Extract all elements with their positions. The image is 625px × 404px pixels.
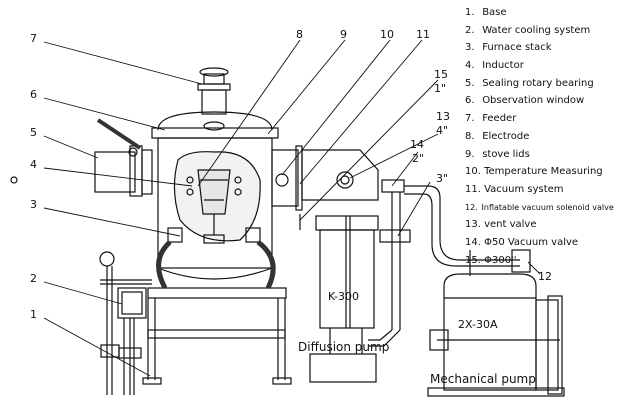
callout-5: 5 xyxy=(30,126,37,139)
callout-15: 15 xyxy=(434,68,448,81)
callout-14: 14 xyxy=(410,138,424,151)
legend-item: 2. Water cooling system xyxy=(465,24,591,36)
callout-4: 4 xyxy=(30,158,37,171)
callout-d1: 1" xyxy=(434,82,447,95)
legend-item: 14. Φ50 Vacuum valve xyxy=(465,236,579,248)
mechanical-pump-model: 2X-30A xyxy=(458,318,498,331)
vacuum-piping xyxy=(368,179,531,347)
feeder xyxy=(197,67,231,131)
furnace-body xyxy=(151,111,279,290)
callout-9: 9 xyxy=(340,28,347,41)
legend-item: 9. stove lids xyxy=(465,148,530,160)
legend-item: 15. Φ300'' xyxy=(465,254,517,266)
callout-8: 8 xyxy=(296,28,303,41)
base-frame xyxy=(142,287,292,385)
legend-item: 11. Vacuum system xyxy=(465,183,564,195)
legend-item: 8. Electrode xyxy=(465,130,530,142)
callout-12: 12 xyxy=(538,270,552,283)
edge-marker xyxy=(10,176,18,184)
legend-item: 7. Feeder xyxy=(465,113,517,125)
leader-lines xyxy=(43,39,541,377)
legend-item: 12. Inflatable vacuum solenoid valve xyxy=(465,202,614,212)
callout-11: 11 xyxy=(416,28,430,41)
mechanical-pump xyxy=(427,273,565,397)
callout-7: 7 xyxy=(30,32,37,45)
legend-item: 5. Sealing rotary bearing xyxy=(465,77,594,89)
callout-1: 1 xyxy=(30,308,37,321)
callout-3: 3 xyxy=(30,198,37,211)
water-cooling-system xyxy=(99,251,152,395)
vacuum-port xyxy=(271,145,379,230)
legend-item: 1. Base xyxy=(465,7,507,18)
legend-item: 4. Inductor xyxy=(465,60,524,72)
diffusion-pump-label: Diffusion pump xyxy=(298,340,390,354)
diffusion-pump-model: K-300 xyxy=(328,290,360,303)
callout-d3: 3" xyxy=(436,172,449,185)
parts-legend: 1. Base 2. Water cooling system 3. Furna… xyxy=(465,4,623,269)
diffusion-pump xyxy=(309,215,379,383)
mechanical-pump-label: Mechanical pump xyxy=(430,372,536,386)
callout-10: 10 xyxy=(380,28,394,41)
legend-item: 13. vent valve xyxy=(465,219,537,231)
callout-13: 13 xyxy=(436,110,450,123)
callout-d2: 2" xyxy=(412,152,425,165)
callout-d4: 4" xyxy=(436,124,449,137)
legend-item: 6. Observation window xyxy=(465,95,585,107)
legend-item: 10. Temperature Measuring xyxy=(465,166,603,178)
legend-item: 3. Furnace stack xyxy=(465,42,552,54)
callout-6: 6 xyxy=(30,88,37,101)
callout-2: 2 xyxy=(30,272,37,285)
sealing-rotary-bearing xyxy=(94,118,153,197)
